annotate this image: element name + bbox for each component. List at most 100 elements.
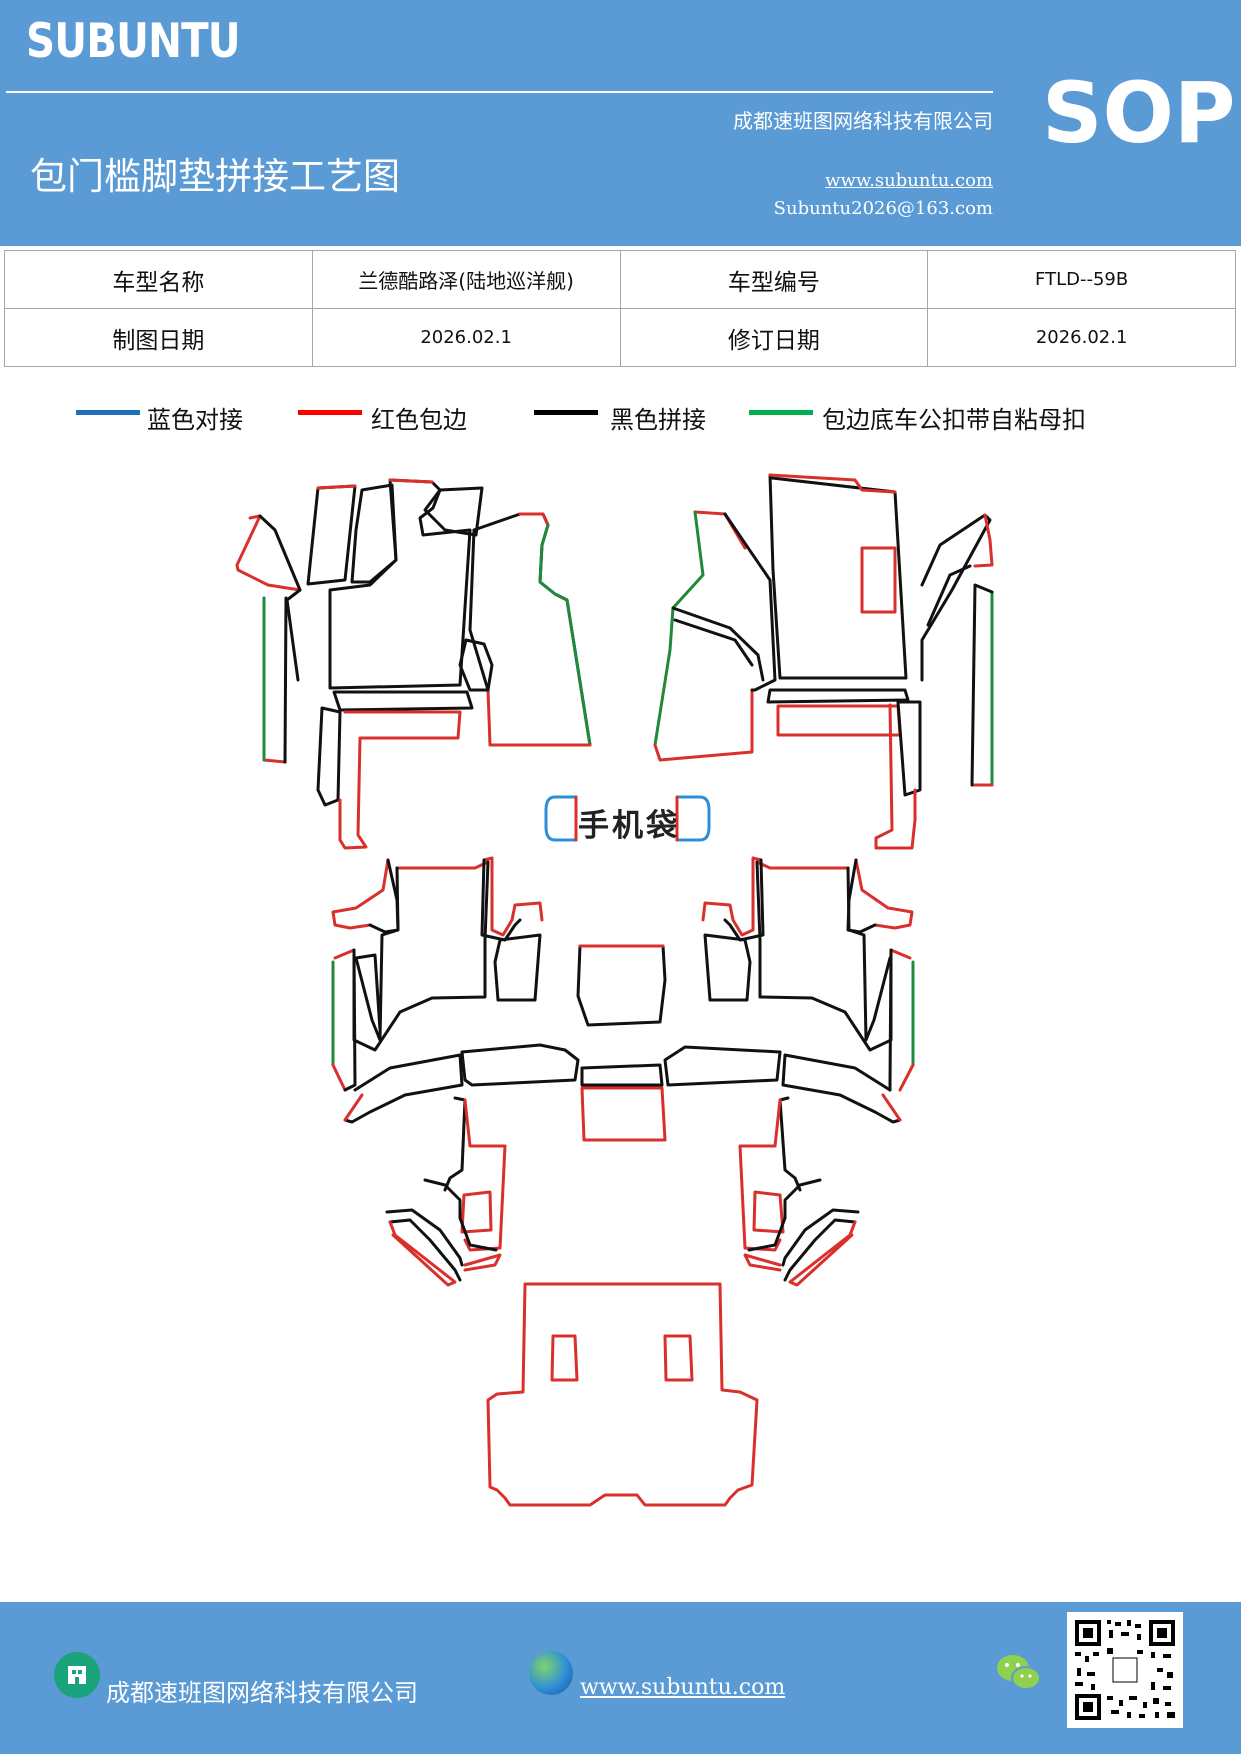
mat-piece <box>486 1282 759 1507</box>
pocket-right-cap <box>675 795 711 842</box>
mat-piece <box>388 1220 457 1287</box>
mat-piece <box>896 700 922 797</box>
mat-piece <box>458 638 494 692</box>
mat-piece <box>388 478 434 484</box>
mat-piece <box>747 1178 822 1252</box>
footer-website-link[interactable]: www.subuntu.com <box>580 1675 786 1700</box>
header-email: Subuntu2026@163.com <box>773 198 993 219</box>
mat-piece <box>755 860 893 1052</box>
mat-piece <box>283 596 288 764</box>
wechat-icon <box>995 1652 1043 1694</box>
mat-piece <box>354 866 400 1042</box>
mat-piece <box>538 523 592 747</box>
mat-piece <box>395 860 490 870</box>
mat-piece <box>331 858 390 930</box>
mat-piece <box>973 513 994 568</box>
model-name-label: 车型名称 <box>4 250 313 309</box>
mat-piece <box>723 512 777 692</box>
globe-icon <box>529 1651 573 1695</box>
legend-swatch-red <box>298 410 362 415</box>
mat-piece <box>881 1093 902 1122</box>
mat-piece <box>703 933 752 1002</box>
mat-piece <box>343 1053 464 1124</box>
mat-piece <box>463 1253 502 1272</box>
mat-piece <box>781 1208 860 1267</box>
mat-piece <box>486 688 592 747</box>
mat-piece <box>285 588 302 682</box>
header-website-link[interactable]: www.subuntu.com <box>825 170 993 191</box>
mat-piece <box>316 706 342 807</box>
header-company: 成都速班图网络科技有限公司 <box>733 109 993 133</box>
mat-piece <box>920 513 992 682</box>
draw-date-label: 制图日期 <box>4 308 313 367</box>
mat-piece <box>776 704 902 737</box>
legend-label: 包边底车公扣带自粘母扣 <box>822 406 1086 434</box>
mat-piece <box>874 703 917 850</box>
legend-label: 黑色拼接 <box>610 406 706 434</box>
mat-piece <box>898 1063 915 1092</box>
mat-piece <box>768 473 908 680</box>
mat-piece <box>460 1190 493 1234</box>
mat-piece <box>331 1063 347 1092</box>
mat-piece <box>701 856 763 937</box>
mat-piece <box>463 1098 507 1252</box>
mat-piece <box>350 483 398 584</box>
mat-piece <box>258 514 302 592</box>
table-row: 制图日期 2026.02.1 修订日期 2026.02.1 <box>4 308 1236 367</box>
phone-pocket <box>544 795 711 842</box>
legend-label: 蓝色对接 <box>147 406 243 434</box>
mat-piece <box>343 1093 364 1122</box>
mat-piece <box>423 1178 498 1252</box>
mat-piece <box>768 473 897 494</box>
mat-piece <box>580 1063 664 1087</box>
mat-piece <box>783 1218 857 1282</box>
mat-piece <box>738 1098 782 1252</box>
mat-piece <box>788 1220 857 1287</box>
front-right-mat-group <box>653 473 994 850</box>
table-row: 车型名称 兰德酷路泽(陆地巡洋舰) 车型编号 FTLD--59B <box>4 250 1236 309</box>
mat-piece <box>460 1043 580 1087</box>
footer-company: 成都速班图网络科技有限公司 <box>106 1679 418 1707</box>
mat-piece <box>262 596 287 764</box>
legend-label: 红色包边 <box>371 406 467 434</box>
mat-piece <box>468 528 490 692</box>
mat-piece <box>778 1096 802 1192</box>
mat-piece <box>860 546 897 614</box>
mat-piece <box>423 486 484 537</box>
mat-piece <box>338 710 462 850</box>
header-banner <box>0 0 1241 246</box>
mat-piece <box>926 564 972 627</box>
mat-piece <box>752 1190 785 1234</box>
mat-piece <box>781 1053 902 1124</box>
document-title: 包门槛脚垫拼接工艺图 <box>30 155 400 198</box>
mat-piece <box>352 860 490 1052</box>
legend-swatch-green <box>749 410 813 415</box>
mat-piece <box>235 514 302 592</box>
mat-piece <box>518 512 550 527</box>
mat-piece <box>673 618 754 667</box>
mat-piece <box>388 1218 462 1282</box>
mat-piece <box>854 858 914 930</box>
legend-swatch-blue <box>76 410 140 415</box>
qr-code[interactable] <box>1067 1612 1183 1728</box>
mat-piece <box>332 690 474 712</box>
revise-date-value: 2026.02.1 <box>927 308 1236 367</box>
mat-piece <box>766 688 910 704</box>
mat-piece <box>888 948 893 1092</box>
mat-piece <box>580 1086 667 1142</box>
mat-piece <box>482 856 544 937</box>
model-code-label: 车型编号 <box>619 250 929 309</box>
mat-piece <box>333 948 356 960</box>
mat-piece <box>671 606 765 682</box>
header-divider <box>6 91 993 93</box>
brand-logo: SUBUNTU <box>26 14 241 69</box>
mat-piece <box>743 1253 782 1272</box>
mat-cutout <box>663 1334 694 1382</box>
pocket-divider <box>574 795 679 842</box>
mat-piece <box>663 1045 782 1087</box>
model-code-value: FTLD--59B <box>927 250 1236 309</box>
legend-swatch-black <box>534 410 598 415</box>
pocket-left-cap <box>544 795 578 842</box>
legend: 蓝色对接 红色包边 黑色拼接 包边底车公扣带自粘母扣 <box>0 400 1241 440</box>
